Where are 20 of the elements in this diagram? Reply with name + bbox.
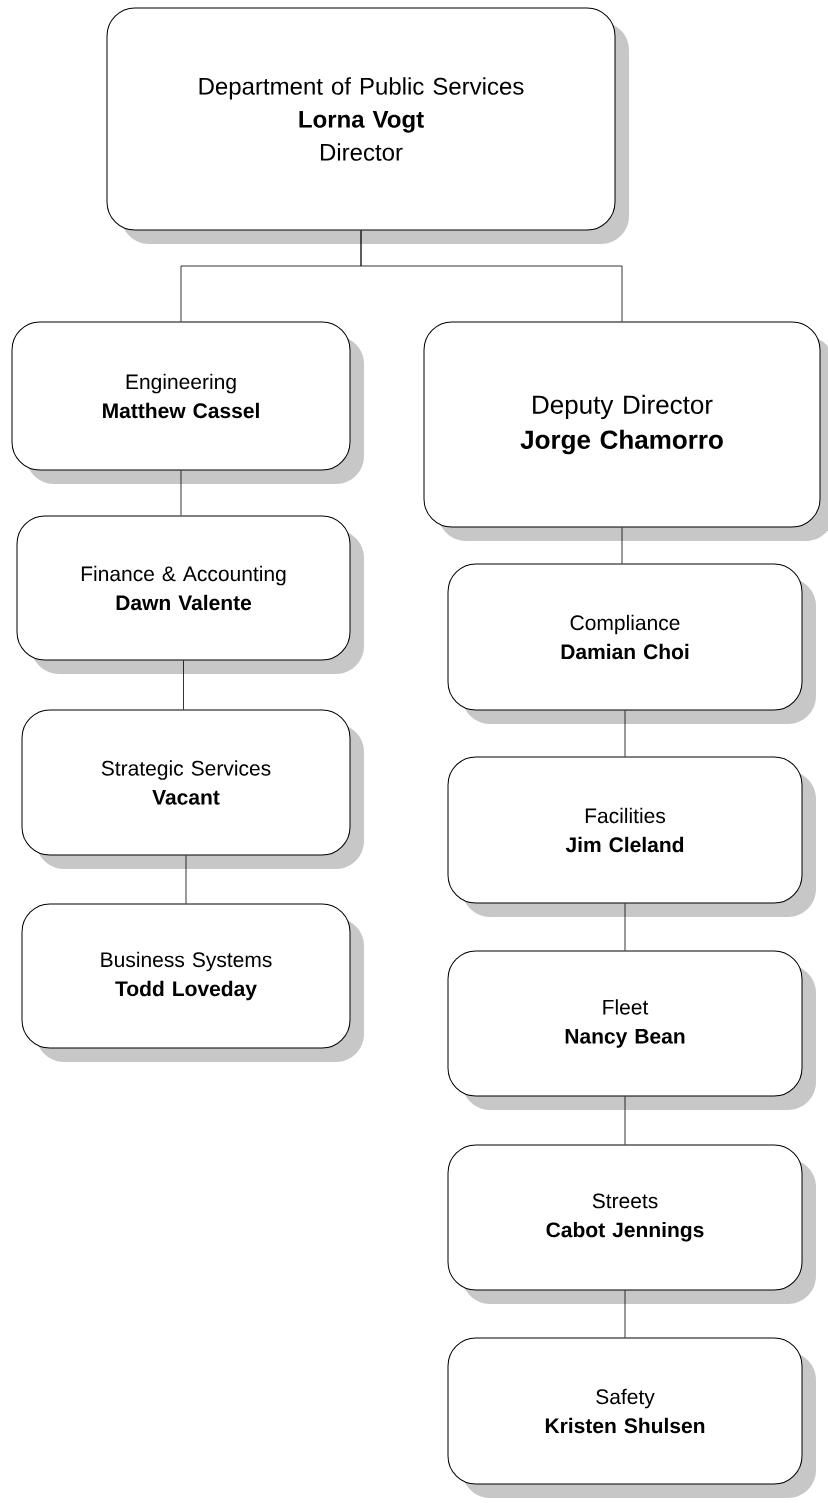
org-box: Fleet Nancy Bean: [447, 950, 816, 1110]
connector-line: [624, 1096, 626, 1145]
org-box: Engineering Matthew Cassel: [11, 321, 364, 484]
connector-line: [183, 660, 184, 710]
connector-line: [621, 527, 623, 564]
org-box: Deputy Director Jorge Chamorro: [423, 321, 828, 541]
org-box: Strategic Services Vacant: [21, 709, 364, 869]
org-box: Facilities Jim Cleland: [447, 756, 816, 917]
connector-line: [624, 710, 626, 757]
org-box: Finance & Accounting Dawn Valente: [16, 515, 364, 674]
connector-line: [360, 230, 623, 322]
connector-line: [180, 470, 182, 516]
org-box: Business Systems Todd Loveday: [21, 903, 364, 1062]
connector-line: [624, 1290, 626, 1338]
connector-line: [624, 903, 626, 951]
org-box: Streets Cabot Jennings: [447, 1144, 816, 1304]
org-box: Safety Kristen Shulsen: [447, 1337, 816, 1498]
org-box: Department of Public Services Lorna Vogt Director: [106, 7, 629, 244]
org-box: Compliance Damian Choi: [447, 563, 816, 724]
connector-line: [185, 855, 187, 904]
